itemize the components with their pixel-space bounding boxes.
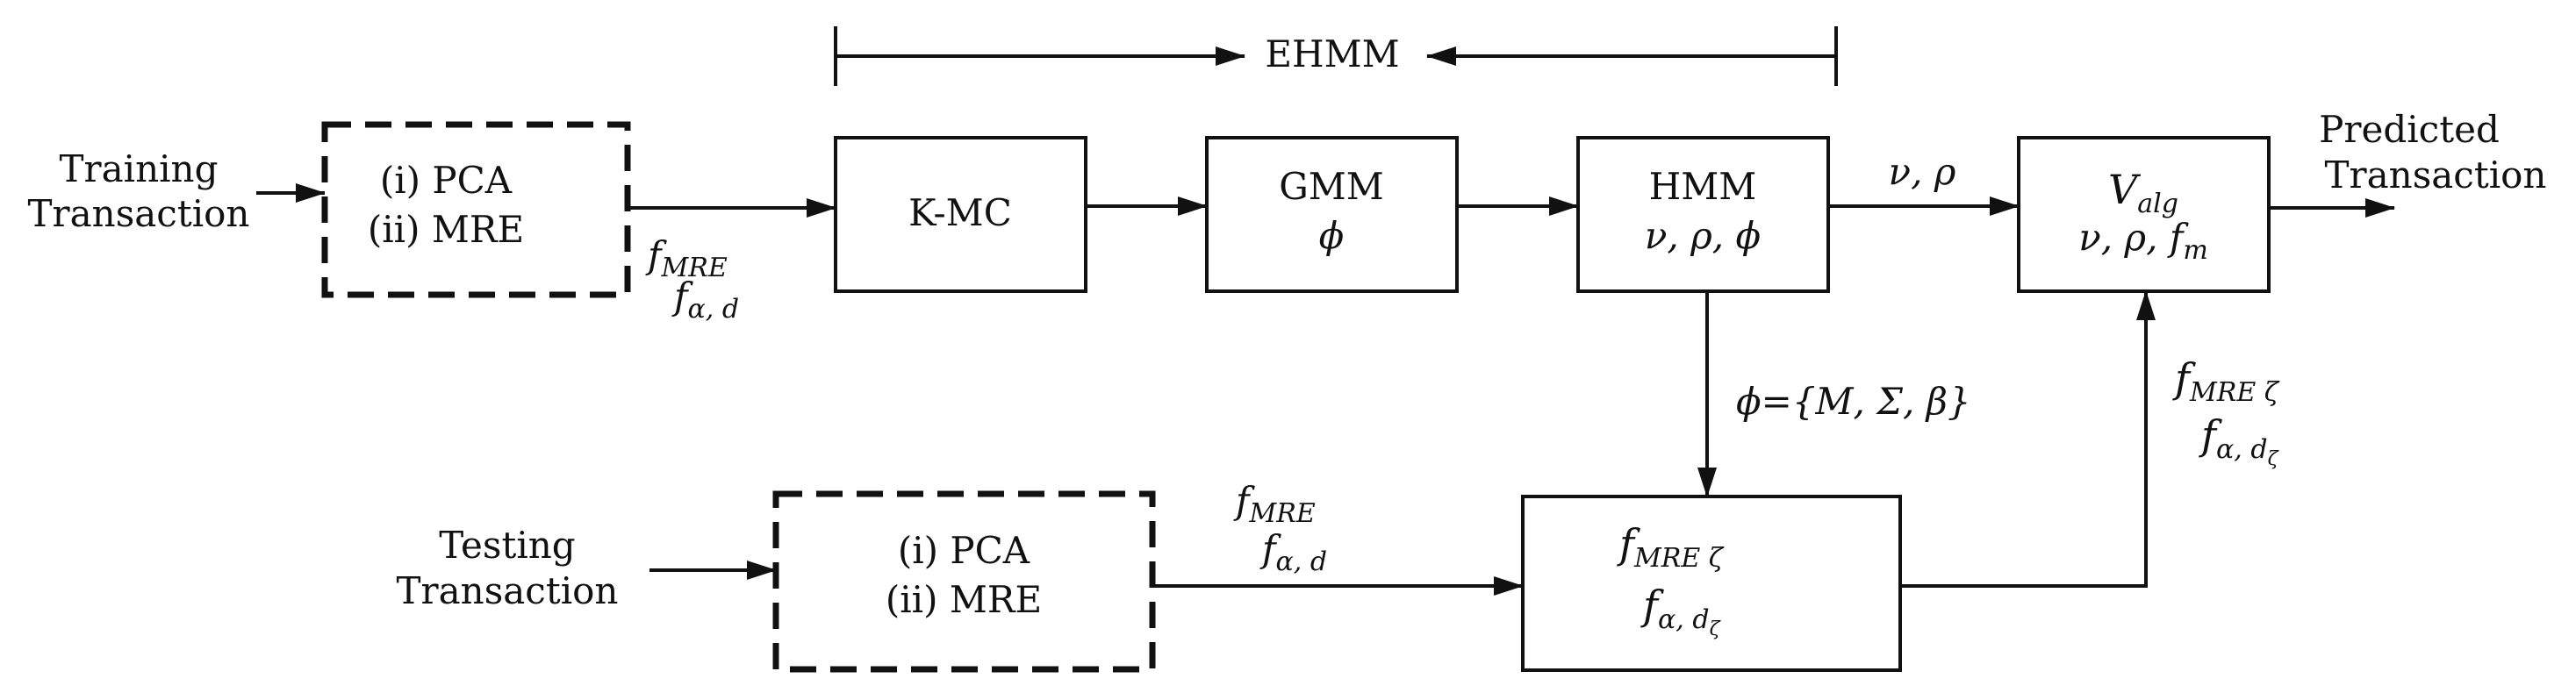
test-box-f-alpha: fα, dζ [1640,582,1722,640]
testing-preprocessing-frame [772,490,1156,673]
hmm-frame [1576,136,1830,293]
ehmm-label: EHMM [1265,32,1399,75]
testing-input: Testing Transaction [397,524,777,612]
training-input: Training Transaction [28,147,326,235]
gmm-frame [1205,136,1459,293]
training-input-line2: Transaction [28,192,250,235]
training-features-edge: fMRE fα, d [629,198,836,325]
valg-title: Valg [2108,166,2178,219]
training-mre-label: (ii) MRE [368,208,524,251]
testing-input-line1: Testing [439,524,575,567]
kmc-frame [834,136,1087,293]
testing-f-mre-label: fMRE [1233,479,1316,529]
valg-box: Valg ν, ρ, fm [2017,136,2271,293]
output-line1: Predicted [2319,108,2500,151]
training-preprocessing-frame [321,121,631,298]
test-to-valg-f-mre: fMRE ζ [2172,354,2280,408]
training-preprocessing-box: (i) PCA (ii) MRE [321,121,631,298]
gmm-box: GMM ϕ [1205,136,1459,293]
kmc-box: K-MC [834,136,1087,293]
kmc-label: K-MC [908,191,1012,234]
test-feature-box: fMRE ζ fα, dζ [1521,495,1902,672]
training-pca-label: (i) PCA [380,159,513,202]
training-input-line1: Training [60,147,219,190]
testing-features-edge: fMRE fα, d [1154,479,1524,596]
testing-pca-label: (i) PCA [898,529,1030,572]
hmm-box: HMM ν, ρ, ϕ [1576,136,1830,293]
test-feature-frame [1521,495,1902,672]
testing-preprocessing-box: (i) PCA (ii) MRE [772,490,1156,673]
output-line2: Transaction [2325,154,2547,196]
testing-mre-label: (ii) MRE [886,578,1042,621]
ehmm-bracket: EHMM [834,26,1838,86]
testing-input-line2: Transaction [397,569,619,612]
hmm-to-valg-label: ν, ρ [1889,150,1956,193]
training-f-mre-label: fMRE [645,233,728,283]
valg-frame [2017,136,2271,293]
hmm-label: HMM [1649,165,1757,208]
hmm-to-test-label: ϕ={M, Σ, β} [1736,380,1971,423]
valg-params: ν, ρ, fm [2078,216,2208,266]
test-to-valg-f-alpha: fα, dζ [2199,411,2280,470]
test-box-f-mre: fMRE ζ [1617,520,1725,574]
gmm-label: GMM [1279,165,1384,208]
hmm-params: ν, ρ, ϕ [1645,214,1761,257]
gmm-param: ϕ [1319,214,1345,257]
test-to-valg-arrow [1900,290,2156,588]
testing-f-alpha-label: fα, d [1259,527,1327,577]
